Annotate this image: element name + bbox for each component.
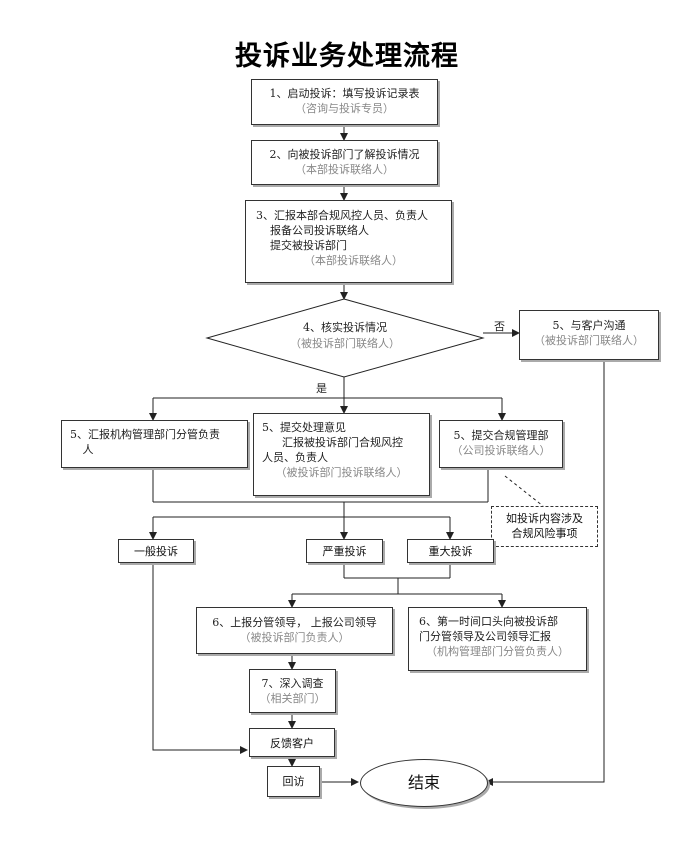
- arrow-general-feedback: [152, 563, 248, 754]
- page-title: 投诉业务处理流程: [235, 41, 459, 72]
- step-7-role: （相关部门）: [259, 692, 326, 705]
- major-complaint-label: 重大投诉: [428, 545, 473, 558]
- step-5d-title: 5、提交合规管理部: [453, 429, 549, 442]
- step-5-submit-opinion: 5、提交处理意见 汇报被投诉部门合规风控 人员、负责人 （被投诉部门投诉联络人）: [253, 413, 430, 496]
- step-7-investigate: 7、深入调查 （相关部门）: [249, 669, 336, 713]
- step-6a-role: （被投诉部门负责人）: [239, 631, 350, 644]
- compliance-risk-note: 如投诉内容涉及 合规风险事项: [491, 506, 598, 547]
- step-2-role: （本部投诉联络人）: [295, 163, 394, 176]
- major-complaint: 重大投诉: [407, 539, 494, 563]
- step-3-line1: 3、汇报本部合规风控人员、负责人: [256, 209, 428, 222]
- decision-diamond: [205, 298, 485, 378]
- step-5a-line2: 人: [82, 443, 94, 456]
- revisit: 回访: [267, 766, 320, 797]
- step-3-role: （本部投诉联络人）: [304, 254, 403, 267]
- step-5-customer-communication: 5、与客户沟通 （被投诉部门联络人）: [519, 310, 659, 360]
- general-complaint-label: 一般投诉: [134, 545, 178, 558]
- step-5c-role: （被投诉部门联络人）: [534, 334, 644, 347]
- customer-feedback-label: 反馈客户: [270, 737, 314, 750]
- yes-label: 是: [316, 382, 327, 395]
- step-5-compliance-department: 5、提交合规管理部 （公司投诉联络人）: [439, 420, 563, 468]
- note-line2: 合规风险事项: [511, 527, 578, 540]
- step-1-start-complaint: 1、启动投诉：填写投诉记录表 （咨询与投诉专员）: [251, 79, 438, 125]
- step-5b-line3: 人员、负责人: [262, 451, 328, 464]
- step-1-title: 1、启动投诉：填写投诉记录表: [269, 87, 420, 100]
- step-3-line2: 报备公司投诉联络人: [270, 224, 369, 237]
- step-6b-line2: 门分管领导及公司领导汇报: [419, 630, 551, 643]
- revisit-label: 回访: [282, 775, 305, 788]
- step-6b-role: （机构管理部门分管负责人）: [426, 645, 569, 658]
- end-label: 结束: [407, 773, 440, 792]
- arrow-5c-end: [485, 360, 605, 786]
- step-6-report-leadership: 6、上报分管领导， 上报公司领导 （被投诉部门负责人）: [196, 607, 393, 654]
- step-5a-line1: 5、汇报机构管理部门分管负责: [70, 428, 220, 441]
- step-2-title: 2、向被投诉部门了解投诉情况: [269, 148, 420, 161]
- step-6b-line1: 6、第一时间口头向被投诉部: [419, 615, 558, 628]
- step-4-title: 4、核实投诉情况: [303, 321, 387, 334]
- serious-complaint: 严重投诉: [306, 539, 383, 563]
- general-complaint: 一般投诉: [118, 539, 194, 563]
- step-6-immediate-report: 6、第一时间口头向被投诉部 门分管领导及公司领导汇报 （机构管理部门分管负责人）: [408, 607, 587, 671]
- step-7-title: 7、深入调查: [261, 677, 324, 690]
- no-label: 否: [494, 320, 505, 333]
- step-3-line3: 提交被投诉部门: [270, 239, 347, 252]
- step-5b-line1: 5、提交处理意见: [262, 421, 346, 434]
- step-3-report: 3、汇报本部合规风控人员、负责人 报备公司投诉联络人 提交被投诉部门 （本部投诉…: [245, 200, 452, 283]
- step-1-role: （咨询与投诉专员）: [295, 102, 394, 115]
- end-terminal: 结束: [360, 759, 488, 807]
- step-5b-role: （被投诉部门投诉联络人）: [275, 466, 408, 479]
- step-4-verify: 4、核实投诉情况 （被投诉部门联络人）: [260, 320, 430, 352]
- step-5b-line2: 汇报被投诉部门合规风控: [282, 436, 403, 449]
- step-5c-title: 5、与客户沟通: [552, 319, 626, 332]
- step-6a-title: 6、上报分管领导， 上报公司领导: [212, 616, 377, 629]
- note-connector: [504, 475, 544, 507]
- step-5d-role: （公司投诉联络人）: [451, 444, 551, 457]
- step-4-role: （被投诉部门联络人）: [290, 337, 400, 350]
- note-line1: 如投诉内容涉及: [506, 512, 583, 525]
- customer-feedback: 反馈客户: [249, 728, 335, 757]
- step-5-report-institution: 5、汇报机构管理部门分管负责 人: [61, 420, 248, 468]
- step-2-inquire-department: 2、向被投诉部门了解投诉情况 （本部投诉联络人）: [251, 140, 438, 185]
- serious-complaint-label: 严重投诉: [322, 545, 367, 558]
